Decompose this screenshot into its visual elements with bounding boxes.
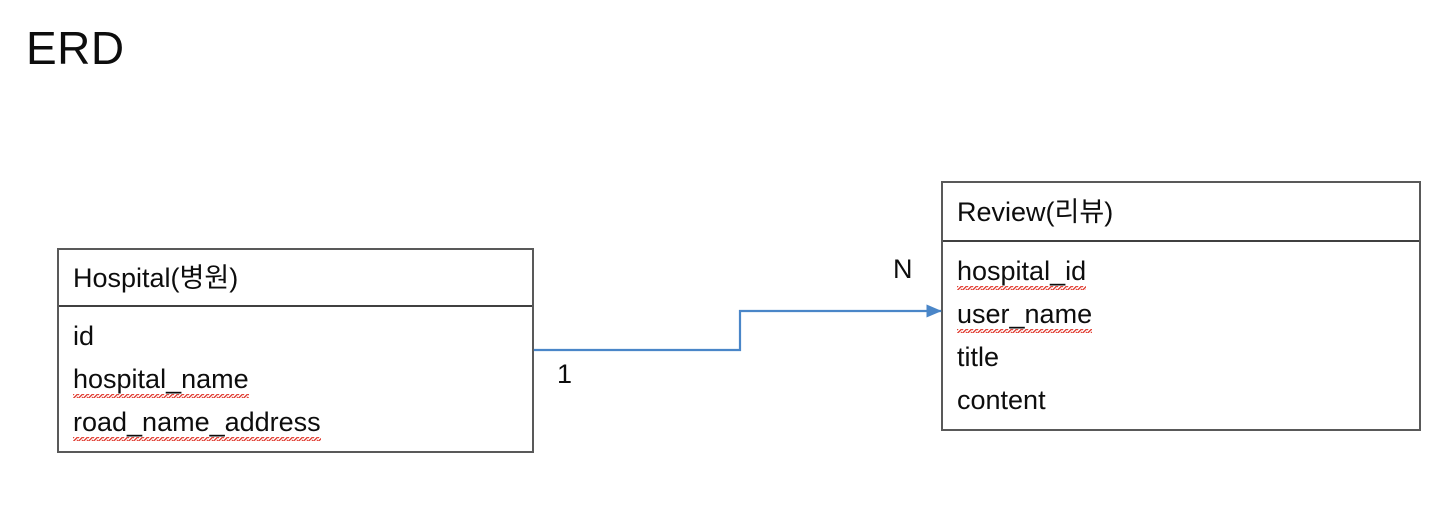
cardinality-label-many: N — [893, 254, 913, 284]
field-row: id — [73, 315, 532, 358]
field-review-user-name: user_name — [957, 293, 1093, 336]
entity-fields-hospital: id hospital_name road_name_address — [59, 307, 532, 451]
field-row: title — [957, 336, 1419, 379]
field-row: hospital_name — [73, 358, 532, 401]
field-hospital-id: id — [73, 321, 95, 351]
field-row: road_name_address — [73, 401, 532, 444]
field-row: hospital_id — [957, 250, 1419, 293]
field-review-content: content — [957, 385, 1046, 415]
entity-fields-review: hospital_id user_name title content — [943, 242, 1419, 429]
entity-header-review: Review(리뷰) — [943, 183, 1419, 242]
field-review-title: title — [957, 342, 1000, 372]
entity-box-hospital[interactable]: Hospital(병원) id hospital_name road_name_… — [57, 248, 534, 453]
field-review-hospital-id: hospital_id — [957, 250, 1087, 293]
entity-title-review: Review(리뷰) — [957, 196, 1114, 227]
entity-box-review[interactable]: Review(리뷰) hospital_id user_name title c… — [941, 181, 1421, 431]
field-row: user_name — [957, 293, 1419, 336]
field-hospital-hospital-name: hospital_name — [73, 358, 249, 401]
field-hospital-road-name-address: road_name_address — [73, 401, 321, 444]
page-title: ERD — [26, 22, 125, 74]
cardinality-label-one: 1 — [557, 359, 573, 389]
entity-title-hospital: Hospital(병원) — [73, 262, 239, 293]
relationship-connector-hospital-review[interactable] — [520, 285, 960, 385]
connector-line — [533, 304, 942, 352]
entity-header-hospital: Hospital(병원) — [59, 250, 532, 307]
field-row: content — [957, 379, 1419, 422]
